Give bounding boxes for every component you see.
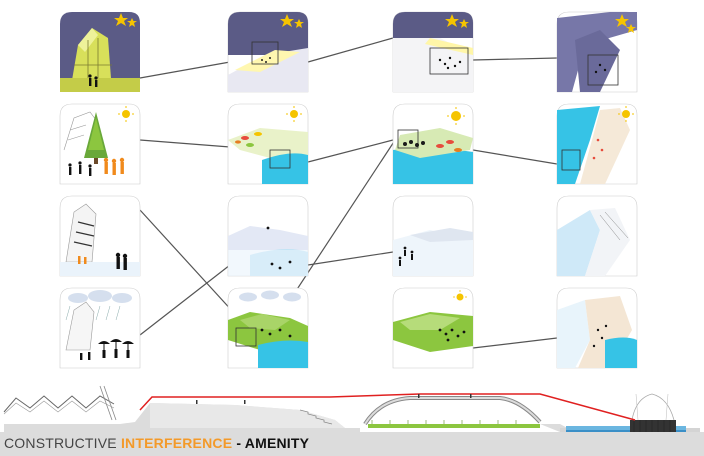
tile-night-4 [556,11,638,93]
sun-icon [453,290,467,301]
title-part-2: INTERFERENCE [120,435,233,451]
umbrella-icon [98,339,134,350]
tile-winter-4 [556,195,638,277]
tile-rain-1 [59,287,141,369]
star-icon [615,14,636,33]
tile-summer-3 [392,103,474,185]
person-icon [78,252,128,270]
tile-winter-3 [392,195,474,277]
sun-icon [118,106,134,122]
cloud-icon [68,290,132,303]
cloud-icon [239,290,301,302]
person-icon [68,157,125,176]
tile-rain-3 [392,287,474,369]
tile-night-3 [392,11,474,93]
person-icon [398,246,414,266]
tile-winter-1 [59,195,141,277]
tile-night-1 [60,12,140,92]
title-part-1: CONSTRUCTIVE [4,435,121,451]
star-icon [280,14,304,28]
sun-icon [286,106,302,122]
star-icon [114,13,137,27]
tile-rain-4 [556,287,638,369]
caption-bar [0,432,704,456]
sun-icon [447,107,465,125]
page-title: CONSTRUCTIVE INTERFERENCE - AMENITY [4,433,309,453]
person-icon [80,349,130,360]
tile-winter-2 [227,195,309,277]
connection-lines [139,37,558,349]
star-icon [445,14,469,28]
sun-icon [618,106,634,122]
tile-summer-4 [556,103,638,185]
person-icon [88,74,98,87]
tile-night-2 [227,11,309,93]
tile-rain-2 [227,287,309,369]
tile-summer-2 [227,103,309,185]
tree-icon [84,112,108,164]
tile-summer-1 [59,103,141,185]
title-part-3: - AMENITY [232,435,310,451]
